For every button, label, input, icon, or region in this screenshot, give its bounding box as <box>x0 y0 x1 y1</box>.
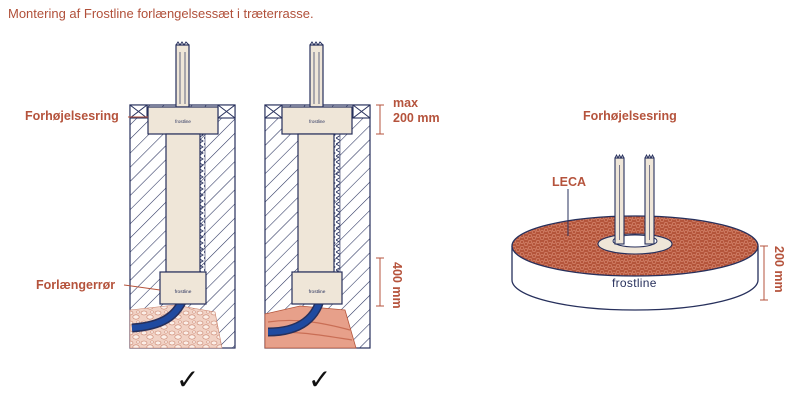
label-raising-ring: Forhøjelsesring <box>25 109 119 123</box>
check-mark-middle: ✓ <box>308 364 332 395</box>
ring-illustration <box>511 153 768 311</box>
check-mark-left: ✓ <box>176 364 200 395</box>
svg-text:frostline: frostline <box>309 119 325 124</box>
label-extension-tube: Forlængerrør <box>36 278 116 292</box>
dim-bracket-max <box>376 104 384 135</box>
gravel-base-left <box>129 304 223 349</box>
svg-text:frostline: frostline <box>175 289 192 295</box>
extension-tube-left <box>165 133 201 273</box>
dim-bracket-400 <box>376 257 384 307</box>
page-title: Montering af Frostline forlængelsessæt i… <box>8 6 314 21</box>
post-middle <box>309 44 324 108</box>
label-raising-ring-heading: Forhøjelsesring <box>583 109 677 123</box>
post-left <box>175 44 190 108</box>
left-section: frostline frostline <box>123 41 236 349</box>
raising-ring-middle <box>281 106 353 135</box>
dim-200mm-label: 200 mm <box>393 111 440 125</box>
frostline-logo: frostline <box>612 276 657 290</box>
svg-text:frostline: frostline <box>309 289 326 295</box>
dim-400mm-label: 400 mm <box>390 262 404 309</box>
extension-tube-middle <box>297 133 335 273</box>
dim-200mm-ring-label: 200 mm <box>772 246 786 293</box>
foot-middle <box>291 271 343 305</box>
middle-section: frostline frostline <box>264 41 384 349</box>
label-leca: LECA <box>552 175 587 189</box>
dim-bracket-200 <box>760 245 768 301</box>
svg-text:frostline: frostline <box>175 119 191 124</box>
foot-left <box>159 271 207 305</box>
raising-ring-left <box>147 106 219 135</box>
dim-max-label: max <box>393 96 419 110</box>
